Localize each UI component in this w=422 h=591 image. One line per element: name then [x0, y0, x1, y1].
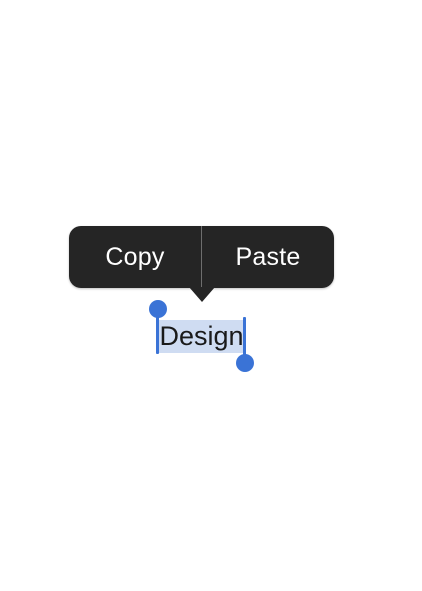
- selection-start-bar[interactable]: [156, 315, 159, 354]
- menu-divider: [201, 226, 202, 288]
- edit-menu-pointer: [189, 287, 215, 302]
- edit-menu: Copy Paste: [69, 226, 334, 288]
- copy-button-label: Copy: [105, 242, 165, 271]
- copy-button[interactable]: Copy: [69, 226, 201, 288]
- paste-button[interactable]: Paste: [202, 226, 334, 288]
- selection-highlight: [158, 320, 245, 353]
- paste-button-label: Paste: [235, 242, 301, 271]
- selection-start-handle[interactable]: [149, 300, 167, 318]
- selected-text[interactable]: Design: [159, 320, 244, 351]
- selection-end-bar[interactable]: [243, 317, 246, 357]
- selection-end-handle[interactable]: [236, 354, 254, 372]
